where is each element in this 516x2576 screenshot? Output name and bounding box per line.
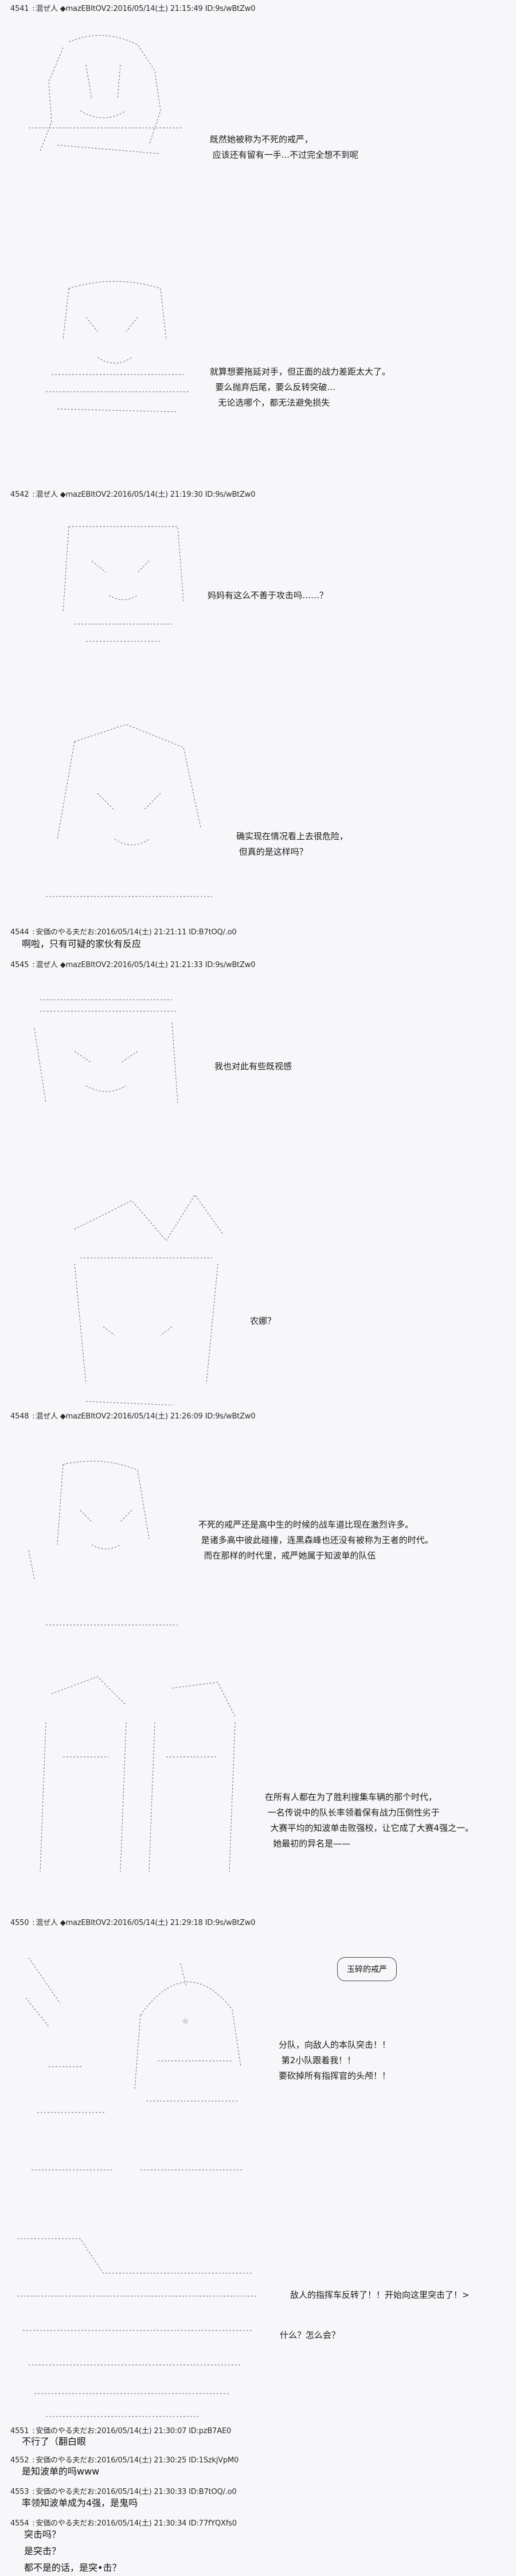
poster-name: 混ぜ人 <box>36 1412 58 1421</box>
poster-id[interactable]: ID:9s/wBtZw0 <box>205 5 256 13</box>
narration-text: 就算想要拖延对手，但正面的战力差距太大了。 要么抛弃后尾，要么反转突破... 无… <box>210 367 391 408</box>
poster-trip: ◆mazEBItOV2 <box>60 961 111 969</box>
post-number[interactable]: 4552 <box>10 2456 29 2465</box>
post-date: 2016/05/14(土) 21:29:18 <box>113 1919 203 1927</box>
svg-text:☆: ☆ <box>182 2014 189 2026</box>
post-number[interactable]: 4544 <box>10 928 29 937</box>
narration-text: 既然她被称为不死的戒严， 应该还有留有一手...不过完全想不到呢 <box>210 134 359 160</box>
ascii-art-character <box>23 981 189 1113</box>
post-date: 2016/05/14(土) 21:30:33 <box>97 2488 187 2496</box>
post-header-4550: 4550 :混ぜ人 ◆mazEBItOV2:2016/05/14(土) 21:2… <box>10 1919 256 1927</box>
post-number[interactable]: 4554 <box>10 2519 29 2528</box>
poster-id[interactable]: ID:1SzkjVpM0 <box>189 2456 239 2465</box>
ascii-art-character <box>52 513 195 645</box>
poster-name: 安価のやる夫だお <box>36 2427 95 2435</box>
poster-trip: ◆mazEBItOV2 <box>60 490 111 499</box>
poster-name: 混ぜ人 <box>36 5 58 13</box>
poster-id[interactable]: ID:9s/wBtZw0 <box>205 490 256 499</box>
ascii-art-character <box>40 717 218 912</box>
post-header-4544: 4544 :安価のやる夫だお:2016/05/14(土) 21:21:11 ID… <box>10 928 237 937</box>
post-date: 2016/05/14(土) 21:30:25 <box>97 2456 187 2465</box>
poster-name: 安価のやる夫だお <box>36 2519 95 2528</box>
post-number[interactable]: 4551 <box>10 2427 29 2435</box>
post-number[interactable]: 4550 <box>10 1919 29 1927</box>
poster-name: 安価のやる夫だお <box>36 2456 95 2465</box>
speech-bubble: 玉碎的戒严 <box>337 1957 397 1981</box>
post-header-4553: 4553 :安価のやる夫だお:2016/05/14(土) 21:30:33 ID… <box>10 2488 237 2496</box>
poster-name: 安価のやる夫だお <box>36 928 95 937</box>
post-header-4542: 4542 :混ぜ人 ◆mazEBItOV2:2016/05/14(土) 21:1… <box>10 490 256 499</box>
post-number[interactable]: 4542 <box>10 490 29 499</box>
post-header-4548: 4548 :混ぜ人 ◆mazEBItOV2:2016/05/14(土) 21:2… <box>10 1412 256 1421</box>
post-number[interactable]: 4548 <box>10 1412 29 1421</box>
post-number[interactable]: 4541 <box>10 5 29 13</box>
ascii-art-character <box>17 1451 189 1640</box>
reply-body: 率领知波单成为4强，是鬼吗 <box>22 2497 138 2508</box>
poster-name: 混ぜ人 <box>36 1919 58 1927</box>
poster-id[interactable]: ID:pzB7AE0 <box>189 2427 232 2435</box>
poster-id[interactable]: ID:B7tOQ/.o0 <box>189 2488 237 2496</box>
ascii-art-character <box>17 23 195 155</box>
poster-id[interactable]: ID:B7tOQ/.o0 <box>189 928 237 937</box>
ascii-art-characters: ☆ <box>14 1944 267 2185</box>
post-date: 2016/05/14(土) 21:30:07 <box>97 2427 187 2435</box>
narration-text: 什么？怎么会？ <box>280 2330 341 2340</box>
narration-text: 确实现在情况看上去很危险， 但真的是这样吗？ <box>236 831 349 857</box>
post-date: 2016/05/14(土) 21:15:49 <box>113 5 203 13</box>
post-header-4545: 4545 :混ぜ人 ◆mazEBItOV2:2016/05/14(土) 21:2… <box>10 961 256 969</box>
ascii-art-character <box>34 270 201 413</box>
ascii-art-tanks <box>11 2208 264 2426</box>
ascii-art-characters <box>29 1663 247 1876</box>
reply-body: 啊啦，只有可疑的家伙有反应 <box>22 938 142 949</box>
narration-text: 不死的戒严还是高中生的时候的战车道比现在激烈许多。 是诸多高中彼此碰撞，连黑森峰… <box>198 1519 433 1561</box>
post-header-4554: 4554 :安価のやる夫だお:2016/05/14(土) 21:30:34 ID… <box>10 2519 237 2528</box>
post-header-4551: 4551 :安価のやる夫だお:2016/05/14(土) 21:30:07 ID… <box>10 2427 232 2435</box>
post-number[interactable]: 4553 <box>10 2488 29 2496</box>
reply-body: 突击吗？是突击？都不是的话，是突•击？ <box>24 2529 122 2573</box>
poster-id[interactable]: ID:9s/wBtZw0 <box>205 1412 256 1421</box>
narration-text: 分队，向敌人的本队突击！！ 第2小队跟着我！！要砍掉所有指挥官的头颅！！ <box>279 2040 391 2081</box>
reply-body: 是知波单的吗www <box>22 2466 100 2477</box>
post-date: 2016/05/14(土) 21:19:30 <box>113 490 203 499</box>
post-date: 2016/05/14(土) 21:26:09 <box>113 1412 203 1421</box>
poster-id[interactable]: ID:9s/wBtZw0 <box>205 961 256 969</box>
post-header-4541: 4541 :混ぜ人 ◆mazEBItOV2:2016/05/14(土) 21:1… <box>10 5 256 13</box>
narration-text: 我也对此有些既视感 <box>214 1061 292 1071</box>
poster-name: 安価のやる夫だお <box>36 2488 95 2496</box>
narration-text: 妈妈有这么不善于攻击吗……？ <box>208 590 329 601</box>
poster-trip: ◆mazEBItOV2 <box>60 1412 111 1421</box>
ascii-art-characters <box>63 1182 229 1405</box>
narration-text: 在所有人都在为了胜利搜集车辆的那个时代， 一名传说中的队长率领着保有战力压倒性劣… <box>265 1792 474 1849</box>
poster-trip: ◆mazEBItOV2 <box>60 5 111 13</box>
post-date: 2016/05/14(土) 21:30:34 <box>97 2519 187 2528</box>
poster-trip: ◆mazEBItOV2 <box>60 1919 111 1927</box>
poster-id[interactable]: ID:9s/wBtZw0 <box>205 1919 256 1927</box>
post-header-4552: 4552 :安価のやる夫だお:2016/05/14(土) 21:30:25 ID… <box>10 2456 239 2465</box>
post-date: 2016/05/14(土) 21:21:33 <box>113 961 203 969</box>
post-number[interactable]: 4545 <box>10 961 29 969</box>
thread-page: 4541 :混ぜ人 ◆mazEBItOV2:2016/05/14(土) 21:1… <box>6 0 516 2573</box>
poster-id[interactable]: ID:77fYQXfs0 <box>189 2519 237 2528</box>
narration-text: 农娜？ <box>250 1316 276 1326</box>
poster-name: 混ぜ人 <box>36 490 58 499</box>
post-date: 2016/05/14(土) 21:21:11 <box>97 928 187 937</box>
reply-body: 不行了（翻白眼 <box>22 2436 87 2447</box>
narration-text: 敌人的指挥车反转了！！开始向这里突击了！> <box>290 2290 470 2300</box>
poster-name: 混ぜ人 <box>36 961 58 969</box>
